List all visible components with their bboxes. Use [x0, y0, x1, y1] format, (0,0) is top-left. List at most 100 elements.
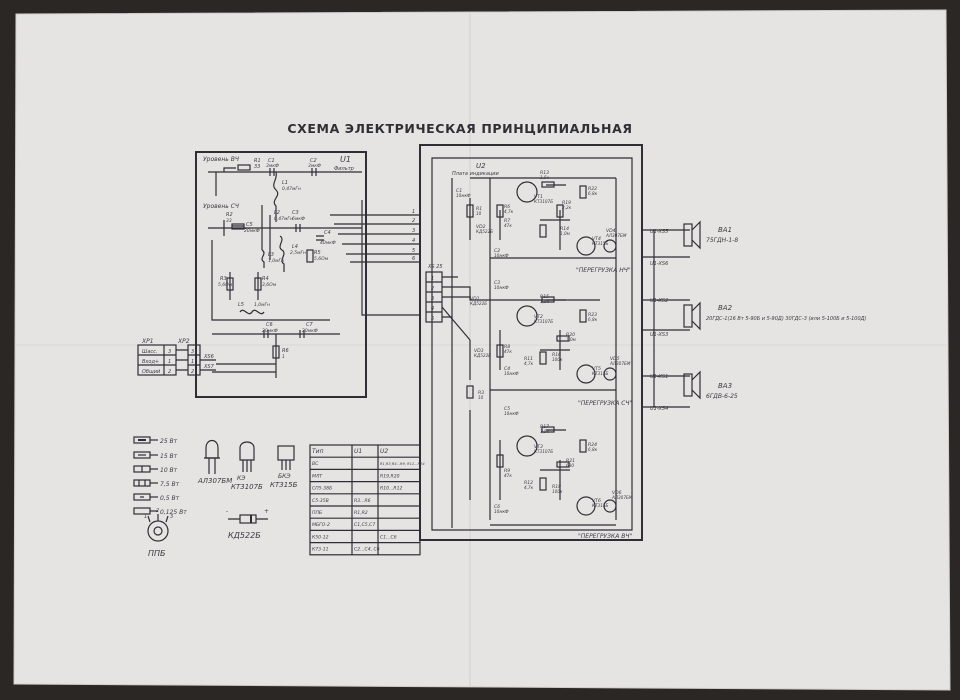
legend-row: 7,5 Вт [133, 479, 180, 488]
u2-comp-ref: C5 [504, 406, 510, 412]
u2-label: U2 [476, 162, 486, 170]
speakers: BA1 75ГДН-1-8 U1-XS5 U1-XS6 BA2 20ГДС-1(… [650, 220, 867, 412]
u2-comp-ref: R15 [540, 294, 549, 300]
u2-connector-label: XS 25 [427, 264, 443, 270]
u2-comp-ref: R19 [562, 200, 571, 206]
u2-comp-ref: VT6 [592, 498, 601, 504]
speaker-ba3: BA3 6ГДВ-6-25 U1-XS1 U1-XS4 [650, 370, 738, 412]
svg-text:7,5 Вт: 7,5 Вт [160, 481, 180, 488]
u2-comp-val: 1,5к [540, 299, 550, 304]
u1-comp-ref: C7 [306, 322, 313, 328]
u2-component-labels: C110мкФR110VD2КД522БR64,7кR747кC210мкФR1… [456, 170, 633, 514]
u1-label: U1 [340, 155, 351, 164]
u1-pin: 4 [412, 238, 415, 244]
table-cell: R19,R20 [380, 473, 400, 479]
u2-comp-ref: R9 [504, 468, 510, 474]
u2-comp-ref: R21 [566, 458, 575, 464]
u1-comp-ref: L5 [238, 302, 244, 308]
u2-comp-val: 10 [476, 211, 482, 216]
u2-comp-val: КТ3107Б [534, 449, 553, 454]
table-cell: C2...C4, C6 [354, 547, 380, 553]
table-cell: СП5-38Б [312, 486, 332, 492]
u2-comp-ref: VT3 [534, 444, 543, 450]
table-cell: C1,C5,C7 [354, 522, 375, 528]
u2-pin: 1 [431, 276, 434, 282]
xp1-label: XP1 [141, 338, 154, 345]
u2-comp-ref: VD6 [612, 490, 622, 496]
u2-comp-val: 10мкФ [494, 285, 509, 290]
u2-comp-ref: R14 [560, 226, 569, 232]
input-row-pin: 3 [168, 349, 171, 355]
u2-comp-ref: VT5 [592, 366, 601, 372]
u2-comp-val: 1,5к [540, 175, 550, 180]
u2-comp-ref: C3 [494, 280, 500, 286]
table-cell: К50-12 [312, 534, 329, 540]
u1-comp-ref: L4 [292, 244, 298, 250]
u2-comp-val: 6,8к [588, 191, 598, 196]
u2-pin: 2 [431, 286, 434, 292]
part-led: АЛ307БМ [197, 439, 232, 485]
u2-comp-val: 10мкФ [504, 371, 519, 376]
part-potentiometer: 1 2 3 ППБ [144, 508, 173, 558]
svg-text:15 Вт: 15 Вт [160, 453, 178, 460]
speaker-ref: BA1 [718, 226, 732, 234]
u2-comp-val: 10 [478, 395, 484, 400]
u1-comp-ref: L3 [268, 252, 274, 258]
u2-comp-val: 6,8к [588, 447, 598, 452]
part-pin-prefix: КЭ [237, 475, 246, 482]
part-name: ППБ [148, 549, 166, 558]
u2-comp-ref: VT2 [534, 314, 543, 320]
u2-comp-val: АЛ307БМ [611, 495, 633, 500]
u2-comp-ref: VD4 [606, 228, 616, 234]
ppb-pin: 3 [170, 514, 173, 520]
legend-row: 15 Вт [133, 451, 178, 460]
u1-pin: 1 [412, 209, 415, 215]
input-row-label: Общий [142, 369, 161, 375]
svg-text:-: - [226, 508, 228, 515]
u2-comp-val: 100к [552, 489, 563, 494]
u2-comp-val: АЛ307БМ [609, 361, 631, 366]
input-row-label: Шасс. [142, 349, 158, 355]
u2-comp-ref: VT4 [592, 236, 601, 242]
u1-pin: 2 [412, 218, 415, 224]
table-cell: ППБ [312, 510, 322, 516]
u2-comp-val: 10мкФ [494, 509, 509, 514]
u2-comp-val: 4,7к [524, 361, 534, 366]
input-row-pin: 1 [168, 359, 171, 365]
u2-comp-ref: R7 [504, 218, 510, 224]
u1-comp-val: 6мкФ [292, 216, 305, 222]
u1-comp-ref: R2 [226, 212, 233, 218]
u1-comp-ref: C4 [324, 230, 331, 236]
u1-comp-val: 33 [226, 218, 232, 224]
u1-comp-val: 1 [282, 354, 285, 360]
xp2-pin: 3 [191, 349, 194, 355]
table-cell: R1,R3,R4...R9, R11...R24 [380, 462, 425, 466]
u2-comp-val: 47к [504, 223, 512, 228]
speaker-pin: U1-XS2 [650, 298, 668, 304]
u2-comp-val: КТ315Б [592, 371, 609, 376]
u1-comp-val: 5,6Ом [218, 282, 233, 288]
u2-comp-val: 1,0м [566, 337, 576, 342]
part-name: КТ3107Б [231, 483, 263, 491]
table-cell: ВС [312, 461, 319, 467]
speaker-ref: BA3 [718, 382, 732, 390]
table-header-cell: U1 [354, 448, 362, 455]
u1-comp-val: 5,6Ом [314, 256, 329, 262]
ppb-pin: 1 [144, 514, 147, 520]
u2-comp-ref: R22 [588, 186, 597, 192]
overload-hf-label: "ПЕРЕГРУЗКА ВЧ" [578, 533, 632, 540]
xp2-pin: 2 [191, 369, 194, 375]
xp2-pin: 1 [191, 359, 194, 365]
u1-comp-ref: R4 [262, 276, 269, 282]
input-row-label: Вход+ [142, 359, 159, 365]
table-header-cell: Тип [312, 448, 324, 455]
u2-pin: 3 [431, 296, 434, 302]
speaker-ba2: BA2 20ГДС-1(16 Вт 5-90Б и 5-90Д) 30ГДС-3… [650, 298, 867, 338]
svg-text:0,125 Вт: 0,125 Вт [160, 509, 187, 516]
u1-comp-ref: C2 [310, 158, 317, 164]
u2-comp-ref: C4 [504, 366, 510, 372]
u2-comp-ref: C2 [494, 248, 500, 254]
table-cell: К73-11 [312, 547, 329, 553]
input-row-pin: 2 [168, 369, 171, 375]
